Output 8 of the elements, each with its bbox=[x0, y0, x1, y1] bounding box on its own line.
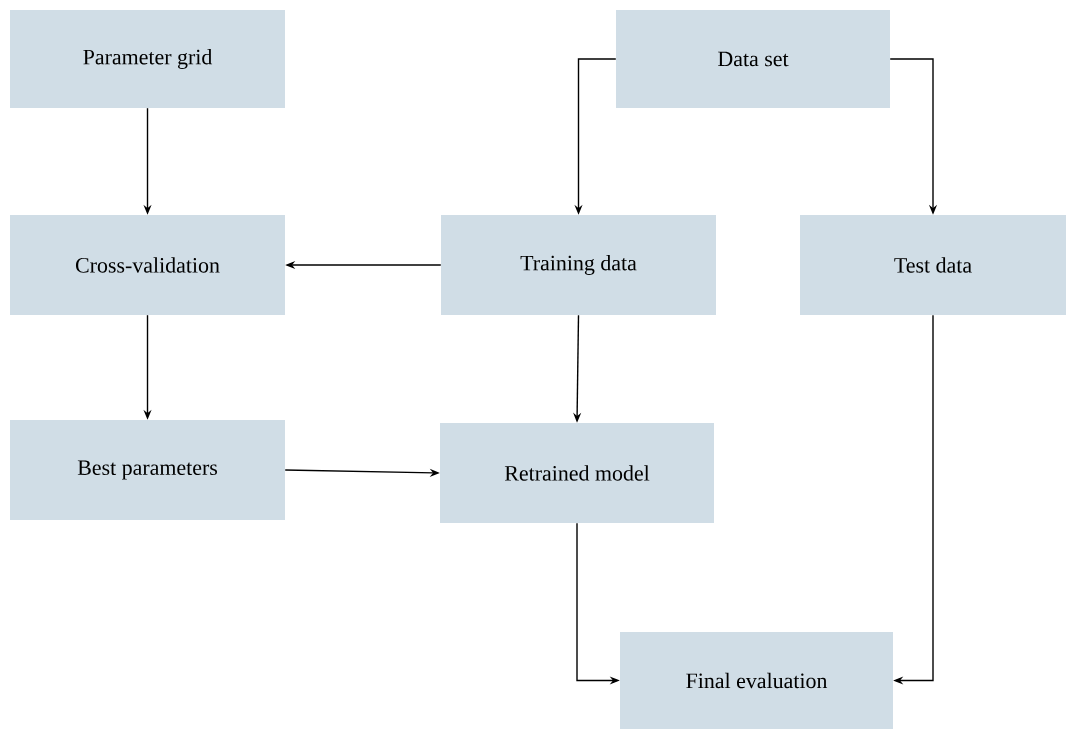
process-box: Data set bbox=[616, 10, 890, 108]
process-box: Best parameters bbox=[10, 420, 285, 520]
process-box: Test data bbox=[800, 215, 1066, 315]
process-box: Retrained model bbox=[440, 423, 714, 523]
process-box: Cross-validation bbox=[10, 215, 285, 315]
process-box: Final evaluation bbox=[620, 632, 893, 729]
process-box: Training data bbox=[441, 215, 716, 315]
process-box: Parameter grid bbox=[10, 10, 285, 108]
